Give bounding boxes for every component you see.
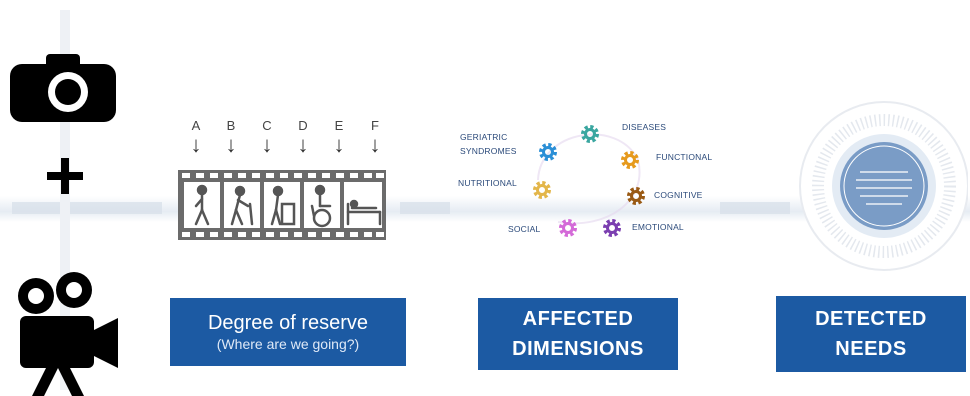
gear-syndromes [536, 140, 560, 169]
context-seal-icon [799, 101, 968, 271]
label-cognitive: COGNITIVE [654, 190, 703, 200]
label-diseases: DISEASES [622, 122, 667, 132]
down-arrow-icon: ↓ [225, 132, 237, 157]
detected-needs-box: DETECTED NEEDS [776, 296, 966, 372]
label-functional: FUNCTIONAL [656, 152, 713, 162]
down-arrow-icon: ↓ [333, 132, 345, 157]
vertical-guide [60, 10, 70, 390]
down-arrow-icon: ↓ [190, 132, 202, 157]
gear-cognitive [624, 184, 648, 213]
degree-of-reserve-title: Degree of reserve [207, 312, 369, 334]
connector-band-segment [720, 202, 790, 214]
affected-line1: AFFECTED [522, 308, 634, 330]
label-social: SOCIAL [508, 224, 541, 234]
plus-icon [47, 158, 83, 194]
film-letter: B [226, 118, 236, 133]
movie-camera-icon [18, 272, 118, 396]
film-letter: D [298, 118, 308, 133]
down-arrow-icon: ↓ [261, 132, 273, 157]
label-emotional: EMOTIONAL [632, 222, 684, 232]
film-letter: E [334, 118, 344, 133]
film-strip-icon [178, 170, 386, 240]
needs-line2: NEEDS [835, 338, 907, 360]
label-syndromes: SYNDROMES [460, 146, 517, 156]
film-letter: A [191, 118, 201, 133]
gear-icon [603, 219, 621, 237]
label-geriatric: GERIATRIC [460, 132, 508, 142]
gear-icon [559, 219, 577, 237]
gear-icon [533, 181, 551, 199]
needs-line1: DETECTED [815, 308, 927, 330]
degree-of-reserve-box: Degree of reserve (Where are we going?) [170, 298, 406, 366]
film-letter: F [371, 118, 379, 133]
gear-icon [539, 143, 557, 161]
gear-icon [581, 125, 599, 143]
label-nutritional: NUTRITIONAL [458, 178, 517, 188]
film-letter: C [262, 118, 272, 133]
gear-emotional [600, 216, 624, 245]
affected-line2: DIMENSIONS [512, 338, 644, 360]
gear-diseases [578, 122, 602, 151]
connector-band-segment [12, 202, 162, 214]
gear-icon [621, 151, 639, 169]
camera-icon [10, 54, 116, 122]
gear-icon [627, 187, 645, 205]
degree-of-reserve-subtitle: (Where are we going?) [216, 336, 360, 352]
down-arrow-icon: ↓ [297, 132, 309, 157]
dimensions-diagram: GERIATRIC SYNDROMES DISEASES FUNCTIONAL … [448, 110, 734, 250]
gear-functional [618, 148, 642, 177]
gear-social [556, 216, 580, 245]
connector-band-segment [400, 202, 450, 214]
gear-nutritional [530, 178, 554, 207]
down-arrow-icon: ↓ [369, 132, 381, 157]
affected-dimensions-box: AFFECTED DIMENSIONS [478, 298, 678, 370]
